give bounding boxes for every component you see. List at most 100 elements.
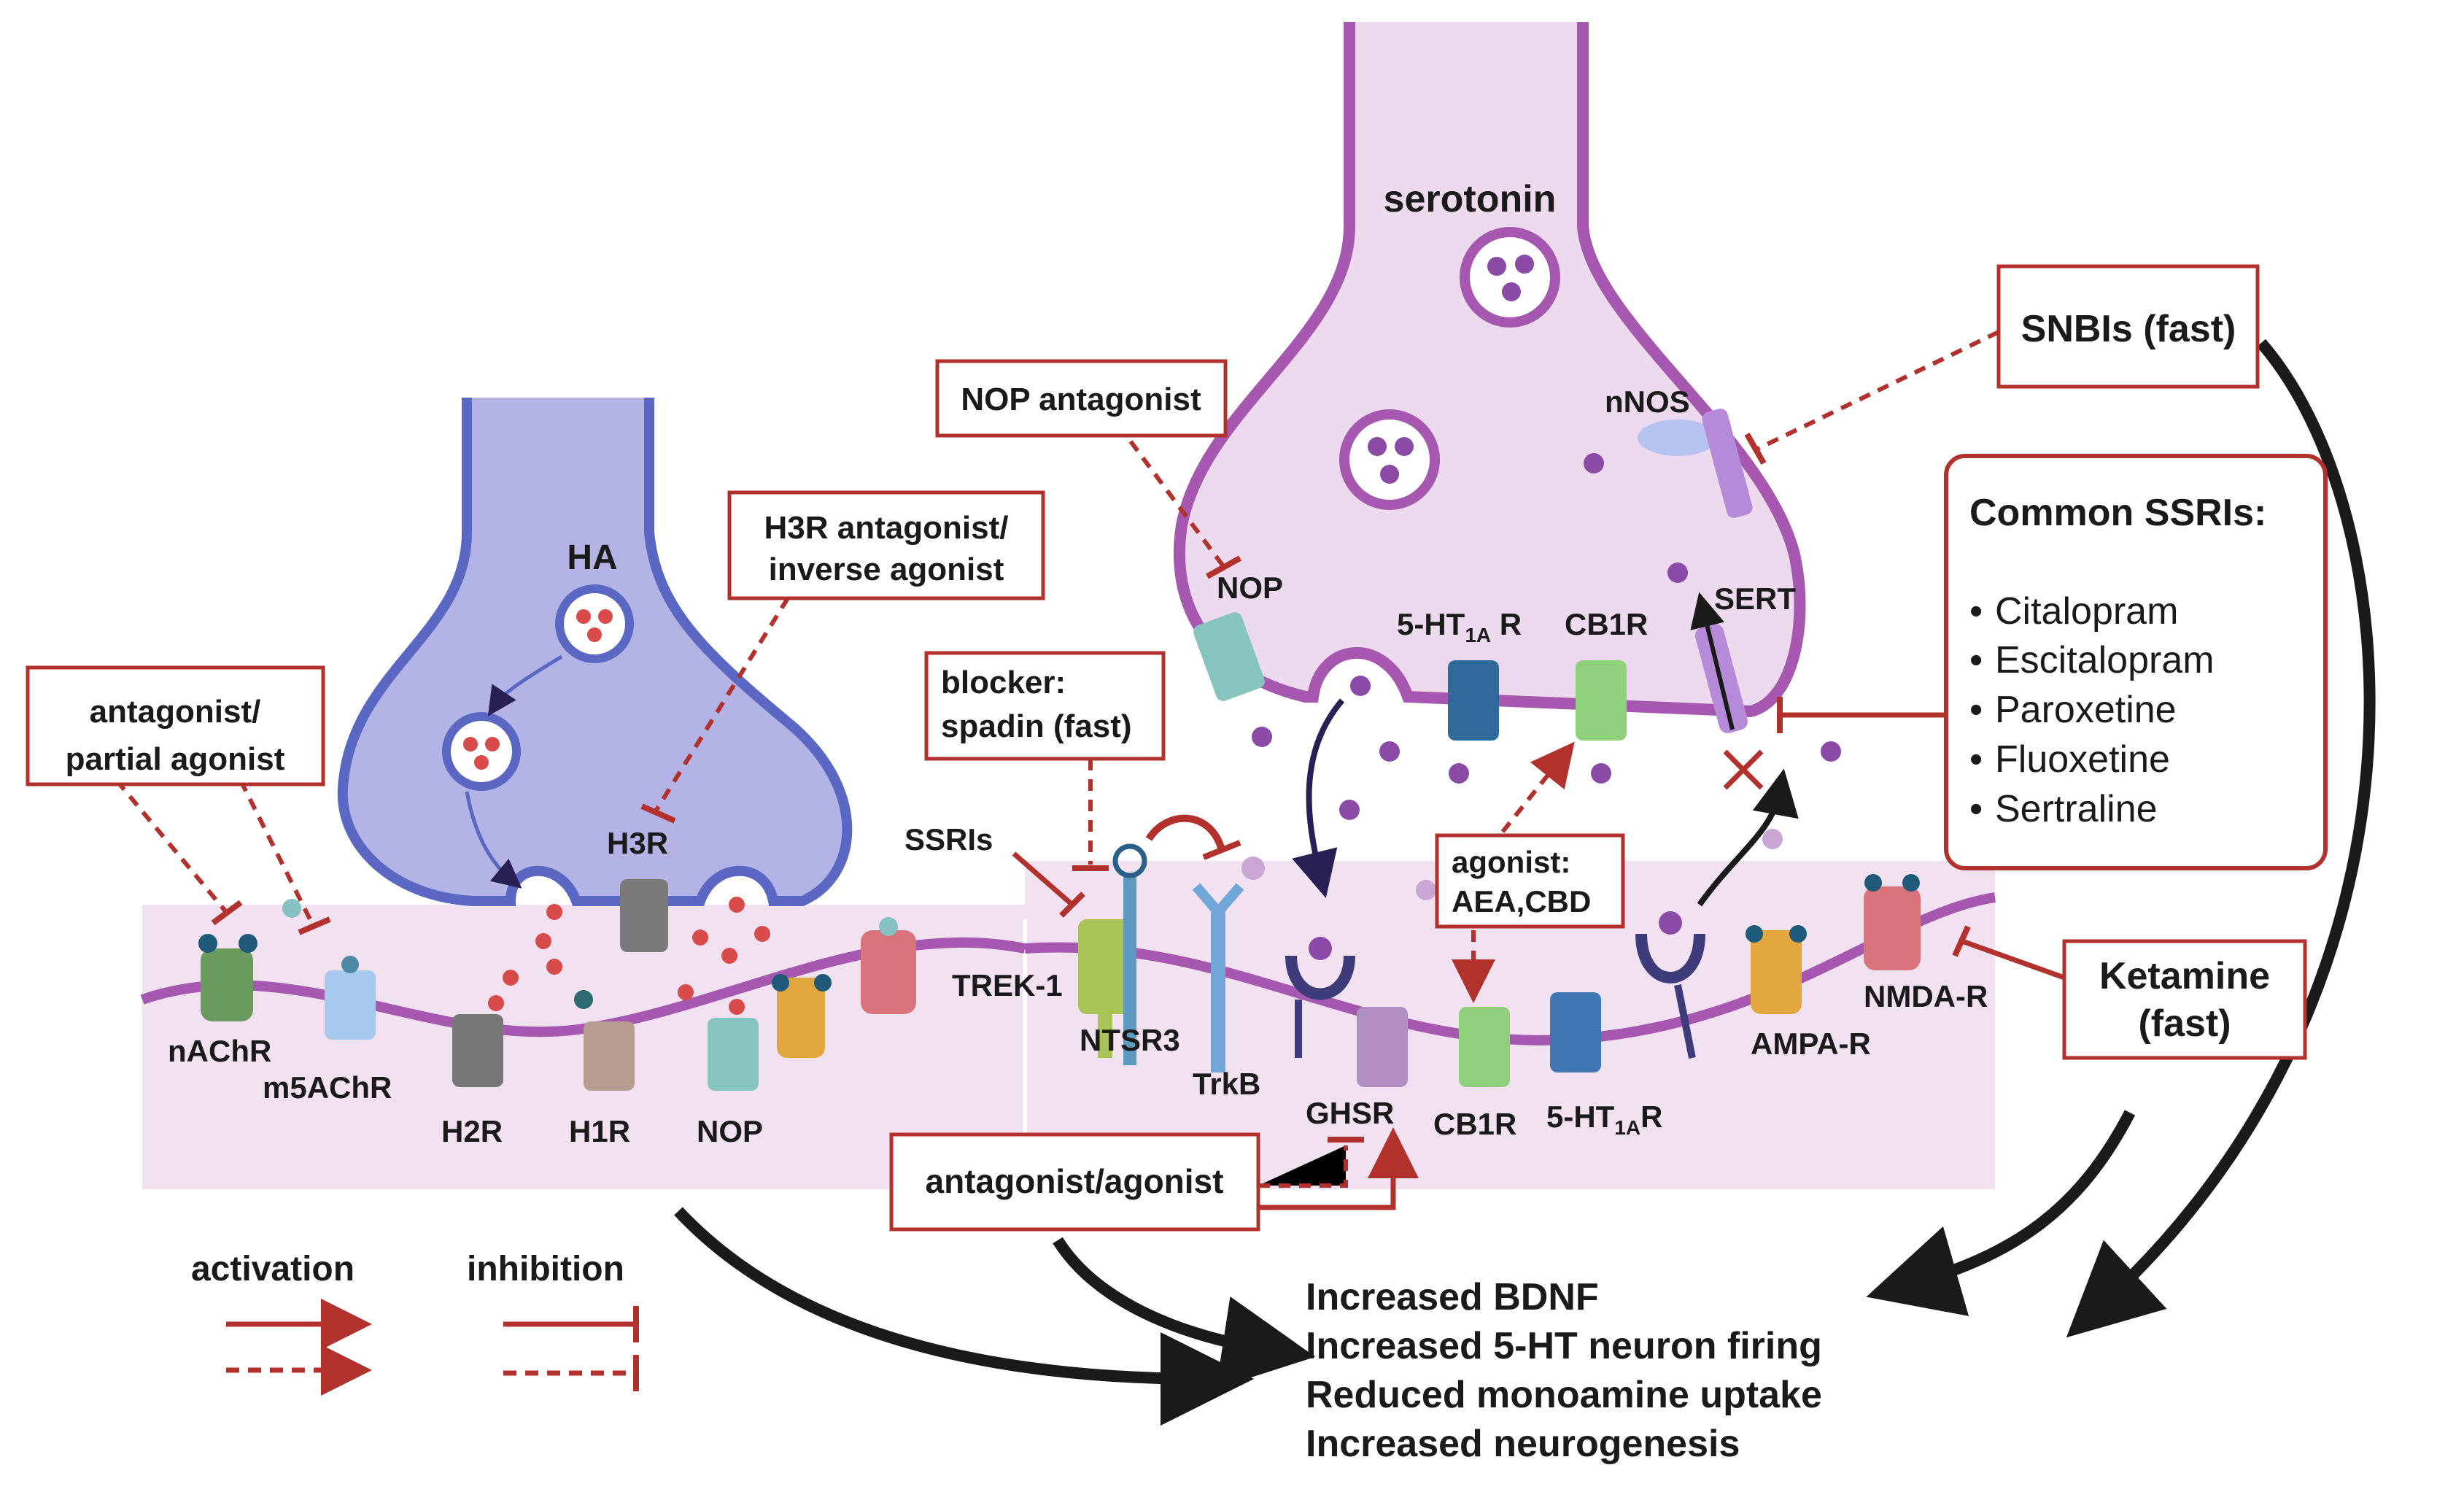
ketamine-bar <box>1952 925 1971 957</box>
nop-antagonist-box: NOP antagonist <box>935 359 1228 438</box>
nop-bottom-label: NOP <box>697 1114 763 1148</box>
blocker-spadin-box: blocker: spadin (fast) <box>924 651 1166 761</box>
snbi-bar <box>1744 433 1767 465</box>
h2r-label: H2R <box>441 1114 503 1148</box>
histamine-molecules <box>488 897 770 1015</box>
h3r-antagonist-bar <box>640 803 676 824</box>
outcome-4: Increased neurogenesis <box>1306 1423 1740 1465</box>
ssri-bullet-1: • <box>1969 590 1983 633</box>
ht1a-top-label: 5-HT1A R <box>1397 607 1522 646</box>
histamine-vesicle-2 <box>442 712 521 791</box>
trek1-label: TREK-1 <box>952 968 1063 1002</box>
ssri-item-5: Sertraline <box>1995 788 2158 830</box>
trkb-label: TrkB <box>1193 1067 1260 1101</box>
agonist-text-2: AEA,CBD <box>1452 884 1591 919</box>
nop-bottom-receptor <box>708 1018 759 1091</box>
agonist-text-1: agonist: <box>1452 845 1570 879</box>
h3r-antagonist-text-2: inverse agonist <box>769 552 1004 587</box>
ht1ar-bottom-label: 5-HT1AR <box>1546 1099 1662 1139</box>
h2r-receptor <box>452 1014 503 1087</box>
cb1r-top-label: CB1R <box>1565 607 1648 641</box>
receptor-cup-2 <box>1635 911 1705 1059</box>
ntsr3-label: NTSR3 <box>1080 1023 1180 1057</box>
antagonist-partial-box: antagonist/ partial agonist <box>26 665 325 786</box>
nmdar-channel <box>1864 874 1921 970</box>
sert-label: SERT <box>1714 581 1796 616</box>
m5achr-receptor <box>282 899 376 1040</box>
serotonin-molecules <box>1252 453 1841 900</box>
ntsr3-trkb-inhibit <box>1145 814 1225 851</box>
ssris-label: SSRIs <box>904 822 993 857</box>
nop-top-label: NOP <box>1217 571 1283 605</box>
nop-antagonist-bar <box>1206 555 1241 579</box>
outcome-3: Reduced monoamine uptake <box>1306 1374 1822 1416</box>
legend: activation inhibition <box>191 1250 639 1396</box>
nop-top-receptor <box>1193 612 1265 701</box>
histamine-vesicle-1 <box>555 584 634 663</box>
ssri-item-2: Escitalopram <box>1995 639 2215 681</box>
cb1r-bottom-label: CB1R <box>1433 1107 1516 1141</box>
trek1-channel <box>1078 919 1133 1058</box>
ketamine-box: Ketamine (fast) <box>2062 939 2307 1060</box>
red-channel-left <box>861 917 916 1014</box>
h3r-antagonist-text-1: H3R antagonist/ <box>764 510 1009 546</box>
outcome-1: Increased BDNF <box>1306 1276 1599 1318</box>
ntsr3-receptor <box>1112 843 1147 1065</box>
ghsr-label: GHSR <box>1306 1096 1394 1130</box>
agonist-up-line <box>1500 741 1575 833</box>
nachr-line <box>115 779 228 913</box>
snbi-line <box>1756 330 2000 451</box>
yellow-channel <box>772 974 832 1058</box>
ghsr-antagonist-line <box>1258 1145 1348 1188</box>
serotonin-reuptake-arrow <box>1697 768 1799 907</box>
ssri-bullet-4: • <box>1969 738 1983 781</box>
nachr-receptor <box>198 934 257 1021</box>
nmdar-label: NMDA-R <box>1864 979 1988 1013</box>
snbis-text: SNBIs (fast) <box>2021 308 2236 350</box>
serotonin-label: serotonin <box>1384 178 1557 220</box>
vesicle-transport-arrow-1 <box>487 654 563 716</box>
cb1r-top-receptor <box>1576 660 1627 741</box>
ssri-bullet-5: • <box>1969 788 1983 830</box>
ampar-channel <box>1746 925 1807 1014</box>
outcome-arrow-right-lower <box>1866 1110 2136 1316</box>
h3r-receptor <box>620 879 668 952</box>
outcomes-list: Increased BDNF Increased 5-HT neuron fir… <box>1306 1276 1822 1465</box>
serotonin-vesicle-2 <box>1339 409 1440 510</box>
vesicle-transport-arrow-2 <box>465 791 522 889</box>
trkb-receptor <box>1192 857 1265 1072</box>
m5achr-label: m5AChR <box>263 1070 392 1105</box>
antagonist-partial-text-2: partial agonist <box>66 741 285 777</box>
ampar-label: AMPA-R <box>1751 1027 1871 1061</box>
ntsr3-trkb-bar <box>1202 840 1241 860</box>
antagonist-partial-text-1: antagonist/ <box>90 694 261 730</box>
legend-inhibition-label: inhibition <box>467 1250 624 1288</box>
ketamine-text-1: Ketamine <box>2099 955 2270 997</box>
nop-antagonist-text: NOP antagonist <box>961 382 1201 417</box>
outcome-arrow-right-upper <box>2066 339 2376 1338</box>
nnos-label: nNOS <box>1605 384 1690 419</box>
ha-label: HA <box>567 538 617 577</box>
ssri-item-1: Citalopram <box>1995 590 2178 633</box>
cb1r-bottom-receptor <box>1459 1007 1510 1087</box>
serotonin-neuron <box>1173 22 1806 718</box>
ghsr-receptor <box>1357 1007 1408 1087</box>
outcome-arrow-left <box>674 1207 1254 1426</box>
ht1a-bottom-receptor <box>1550 992 1601 1072</box>
ht1a-top-receptor <box>1448 660 1499 741</box>
nachr-label: nAChR <box>168 1034 271 1068</box>
legend-activation-label: activation <box>191 1250 355 1288</box>
h1r-receptor <box>574 990 635 1091</box>
reuptake-arrow <box>1690 592 1735 730</box>
ssri-item-3: Paroxetine <box>1995 689 2177 731</box>
receptor-cup-1 <box>1285 937 1355 1058</box>
ssri-bullet-2: • <box>1969 639 1983 681</box>
ssri-item-4: Fluoxetine <box>1995 738 2170 781</box>
m5achr-bar <box>298 916 331 935</box>
ssri-title: Common SSRIs: <box>1969 492 2266 534</box>
common-ssris-box: Common SSRIs: • Citalopram • Escitalopra… <box>1944 454 2328 870</box>
ssris-trek1-line <box>1012 851 1074 907</box>
blocker-text-1: blocker: <box>941 665 1066 700</box>
ssri-bullet-3: • <box>1969 689 1983 731</box>
